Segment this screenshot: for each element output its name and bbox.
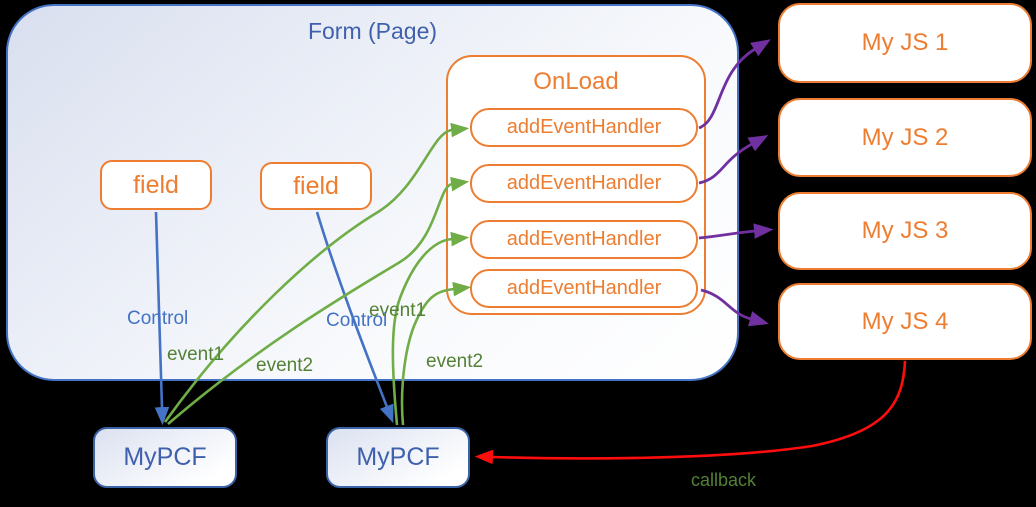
onload-title: OnLoad	[533, 68, 619, 95]
field-box-2: field	[260, 162, 372, 210]
field-box-1: field	[100, 160, 212, 210]
add-event-handler-label-2: addEventHandler	[506, 172, 662, 194]
mypcf-box-2: MyPCF	[326, 427, 470, 488]
edge-label-control-1: Control	[127, 308, 189, 329]
myjs-box-4: My JS 4	[778, 283, 1032, 360]
add-event-handler-label-1: addEventHandler	[506, 116, 662, 138]
edge-label-event1-a: event1	[167, 344, 225, 365]
mypcf-label-2: MyPCF	[356, 443, 440, 471]
edge-label-callback: callback	[691, 470, 757, 490]
add-event-handler-label-4: addEventHandler	[506, 277, 662, 299]
mypcf-label-1: MyPCF	[123, 443, 207, 471]
myjs-label-4: My JS 4	[861, 307, 949, 335]
add-event-handler-pill-1: addEventHandler	[470, 108, 698, 147]
edge-label-event2-a: event2	[256, 355, 314, 376]
myjs-box-2: My JS 2	[778, 98, 1032, 177]
edge-label-event1-b: event1	[369, 300, 427, 321]
add-event-handler-pill-4: addEventHandler	[470, 269, 698, 308]
myjs-label-3: My JS 3	[861, 217, 949, 244]
edge-label-event2-b: event2	[426, 351, 484, 372]
field-label-1: field	[133, 170, 179, 199]
myjs-box-1: My JS 1	[778, 3, 1032, 83]
add-event-handler-pill-3: addEventHandler	[470, 220, 698, 259]
add-event-handler-pill-2: addEventHandler	[470, 164, 698, 203]
add-event-handler-label-3: addEventHandler	[506, 228, 662, 250]
myjs-label-2: My JS 2	[861, 123, 949, 151]
form-page-title: Form (Page)	[307, 18, 438, 44]
myjs-box-3: My JS 3	[778, 192, 1032, 270]
mypcf-box-1: MyPCF	[93, 427, 237, 488]
myjs-label-1: My JS 1	[861, 29, 949, 56]
field-label-2: field	[293, 171, 339, 200]
